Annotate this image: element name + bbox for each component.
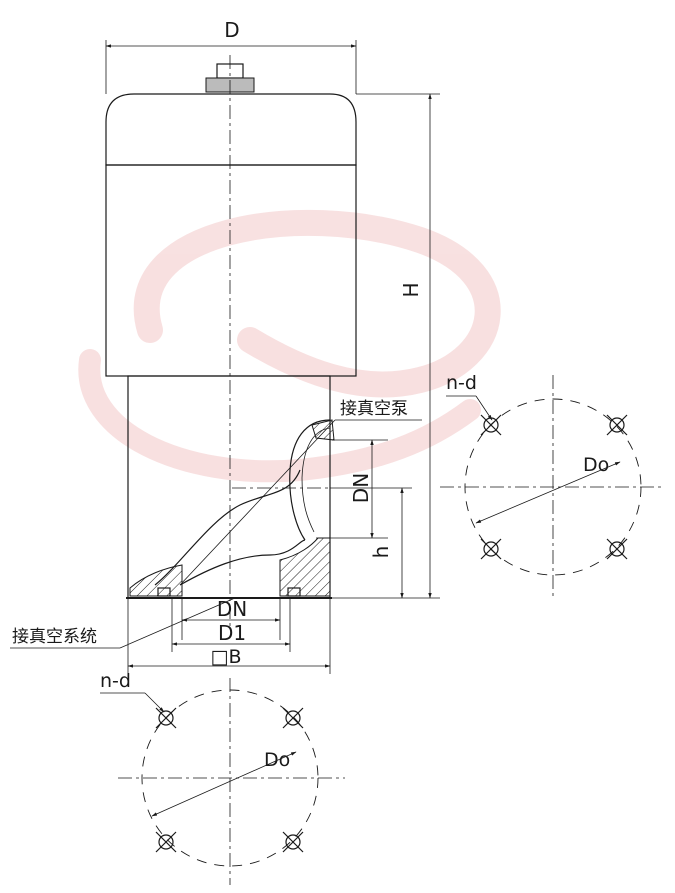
bottom-left-section (129, 564, 183, 597)
dimension-DN-side (316, 439, 388, 539)
dome-cover (105, 93, 357, 166)
system-leader (10, 597, 236, 649)
bolt-hole (606, 538, 628, 560)
bolt-hole (480, 538, 502, 560)
dim-H-label: H (399, 282, 423, 297)
bottom-nd-label: n-d (100, 670, 131, 692)
bolt-hole (282, 831, 304, 853)
right-flange-view (440, 375, 665, 600)
dimension-DN-bottom (181, 598, 281, 640)
dimension-D (105, 40, 357, 94)
bottom-right-section (279, 537, 331, 597)
bottom-flange-view (100, 678, 345, 885)
dim-B-label: □B (211, 646, 242, 668)
filter-body (105, 63, 357, 599)
canister (105, 164, 357, 377)
bolt-hole (155, 707, 177, 729)
dimension-B (127, 598, 331, 674)
dim-DN-bottom-label: DN (217, 597, 247, 621)
bolt-hole (606, 414, 628, 436)
bolt-hole (480, 414, 502, 436)
dimension-H (332, 93, 440, 599)
dimension-h (330, 487, 412, 599)
watermark-logo (78, 209, 501, 483)
system-label: 接真空系统 (12, 627, 97, 647)
bolt-hole (282, 707, 304, 729)
pump-leader (179, 419, 422, 586)
pump-label: 接真空泵 (340, 399, 408, 419)
dim-h-label: h (369, 546, 393, 559)
right-nd-label: n-d (446, 372, 477, 394)
dim-D1-label: D1 (218, 621, 246, 645)
dim-D-label: D (224, 18, 239, 42)
bolt-hole (155, 831, 177, 853)
centerlines (229, 55, 330, 630)
bottom-do-label: Do (264, 749, 290, 771)
right-do-label: Do (583, 454, 609, 476)
side-outlet (289, 419, 331, 541)
